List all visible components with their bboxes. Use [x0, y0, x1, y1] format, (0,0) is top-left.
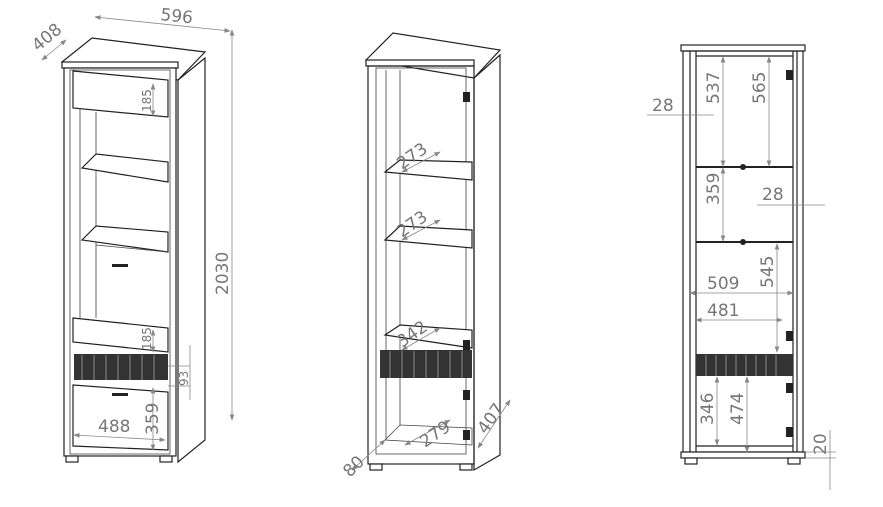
cabinet-view-open: 273 273 342 279 407 80 [339, 32, 511, 482]
dim-inner-depth: 279 [416, 417, 454, 452]
dim-inner-width: 481 [707, 301, 739, 321]
dim-height: 2030 [213, 252, 233, 295]
hinge-icons [786, 70, 793, 437]
shelf-lower [80, 225, 169, 253]
dim-lower-door: 359 [143, 403, 163, 435]
dim-upper-door: 565 [750, 72, 770, 104]
top-drawer [72, 70, 169, 118]
leg [65, 455, 79, 463]
dim-outer-inner-width: 509 [707, 274, 739, 294]
dim-plinth: 80 [339, 452, 368, 481]
shelf-upper [80, 153, 169, 183]
decorative-grille [74, 354, 168, 380]
dim-middle-compartment: 359 [704, 173, 724, 205]
cabinet-side [177, 56, 206, 464]
dim-top-drawer: 185 [140, 89, 154, 112]
dim-side-right: 28 [762, 185, 784, 205]
cabinet-view-closed: 408 596 2030 185 185 93 359 488 [28, 5, 235, 464]
bottom-drawer [72, 317, 169, 353]
dim-compartment: 342 [393, 317, 431, 352]
decorative-grille [696, 354, 793, 376]
leg [369, 463, 383, 471]
dim-bottom-compartment: 346 [698, 393, 718, 425]
cabinet-top [364, 32, 502, 79]
dim-upper-compartment: 537 [704, 72, 724, 104]
dim-side-left: 28 [652, 96, 674, 116]
top-edge [61, 61, 179, 69]
dim-grille: 93 [177, 371, 191, 386]
dim-leg-height: 20 [811, 433, 831, 455]
dim-inner-width: 488 [98, 417, 130, 437]
hinge-icons [463, 92, 470, 440]
door-handle [112, 264, 128, 267]
cabinet-view-elevation: 28 537 565 359 28 545 509 481 346 474 20 [647, 44, 836, 490]
dim-bottom-door: 474 [728, 393, 748, 425]
dim-width: 596 [159, 5, 193, 28]
dim-depth: 408 [28, 20, 66, 56]
leg [159, 455, 173, 463]
dim-bottom-drawer: 185 [140, 327, 154, 350]
dim-lower-door: 545 [758, 256, 778, 288]
cabinet-top [680, 44, 806, 52]
leg [684, 457, 698, 465]
leg [787, 457, 801, 465]
leg [459, 463, 473, 471]
